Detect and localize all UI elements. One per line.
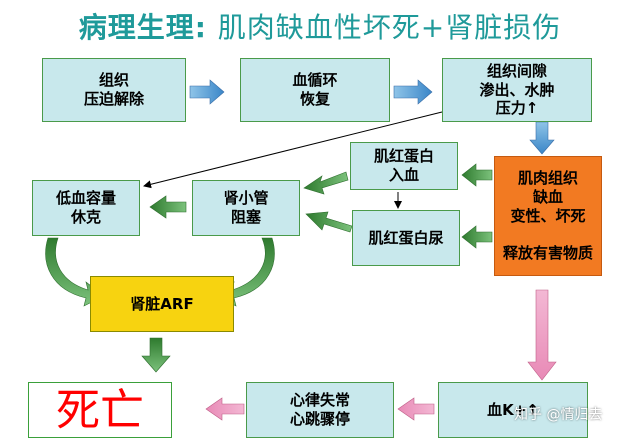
node-tissue-release: 组织 压迫解除 bbox=[42, 58, 186, 122]
arrow-potassium-to-arrhythmia bbox=[397, 397, 435, 421]
arrow-tubule-to-hypovolemia bbox=[149, 195, 187, 219]
node-hypovolemia: 低血容量 休克 bbox=[32, 180, 140, 236]
node-muscle-ischemia: 肌肉组织 缺血 变性、坏死 释放有害物质 bbox=[494, 156, 602, 276]
node-death: 死亡 bbox=[28, 382, 172, 438]
node-circulation: 血循环 恢复 bbox=[240, 58, 390, 122]
page-title: 病理生理: 肌肉缺血性坏死+肾脏损伤 bbox=[0, 6, 640, 46]
arrow-arf-to-death bbox=[141, 337, 171, 373]
arrow-myoglobin-blood-to-tubule bbox=[303, 171, 349, 195]
node-arf: 肾脏ARF bbox=[90, 276, 234, 332]
node-myoglobin-blood: 肌红蛋白 入血 bbox=[350, 142, 458, 190]
arrow-arrhythmia-to-death bbox=[205, 397, 245, 421]
watermark: 知乎 @情归去 bbox=[514, 407, 603, 423]
node-tubule: 肾小管 阻塞 bbox=[192, 180, 300, 236]
node-interstitial: 组织间隙 渗出、水肿 压力↑ bbox=[442, 58, 592, 122]
node-potassium: 血K+↑ bbox=[438, 382, 588, 438]
arrow-interstitial-to-muscle bbox=[529, 121, 555, 155]
title-sub: 肌肉缺血性坏死+肾脏损伤 bbox=[217, 11, 562, 44]
title-main: 病理生理: bbox=[78, 11, 207, 44]
arrow-circulation-to-interstitial bbox=[393, 79, 433, 105]
arrow-muscle-to-myoglobin-blood bbox=[461, 163, 493, 187]
node-arrhythmia: 心律失常 心跳骤停 bbox=[246, 382, 394, 438]
node-myoglobinuria: 肌红蛋白尿 bbox=[352, 210, 460, 266]
arrow-hypovolemia-to-arf bbox=[45, 237, 105, 307]
line-interstitial-to-hypovolemia bbox=[143, 111, 443, 189]
arrow-myoglobinuria-to-tubule bbox=[305, 211, 353, 233]
arrow-muscle-to-myoglobinuria bbox=[461, 225, 493, 249]
arrow-release-to-circulation bbox=[189, 79, 225, 105]
arrow-muscle-to-potassium bbox=[527, 289, 557, 381]
